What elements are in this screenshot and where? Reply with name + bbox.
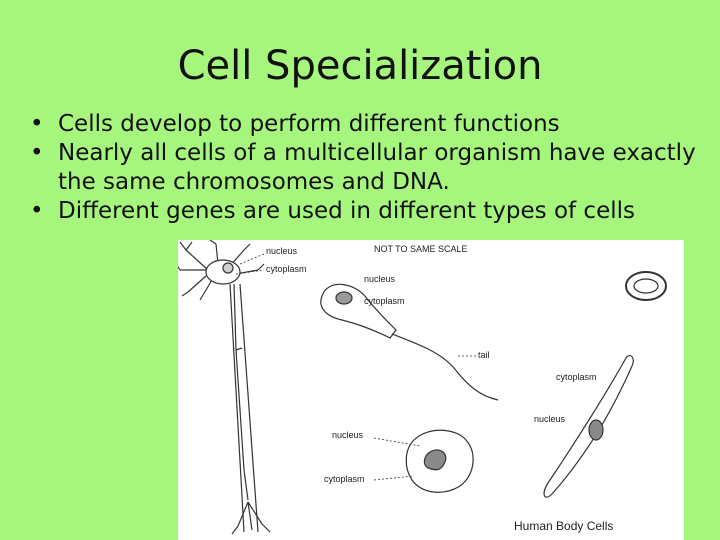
sperm-cell	[320, 283, 499, 401]
neuron-cytoplasm-label: cytoplasm	[266, 264, 307, 274]
sperm-tail-label: tail	[478, 350, 490, 360]
bullet-list: • Cells develop to perform different func…	[30, 110, 710, 226]
bullet-text: Nearly all cells of a multicellular orga…	[58, 140, 696, 195]
sperm-nucleus-label: nucleus	[364, 274, 396, 284]
cheek-cell	[405, 429, 474, 493]
bullet-item: • Different genes are used in different t…	[30, 197, 710, 226]
figure-caption: Human Body Cells	[514, 519, 613, 533]
bullet-marker: •	[30, 198, 44, 224]
muscle-cell	[543, 354, 634, 498]
muscle-cytoplasm-label: cytoplasm	[556, 372, 597, 382]
bullet-text: Different genes are used in different ty…	[58, 198, 635, 224]
bullet-text: Cells develop to perform different funct…	[58, 111, 560, 137]
cell-diagram-svg: NOT TO SAME SCALE nucleus cytoplasm nucl…	[178, 240, 667, 535]
scale-note: NOT TO SAME SCALE	[374, 244, 468, 254]
cheek-nucleus-label: nucleus	[332, 430, 364, 440]
cell-diagram: NOT TO SAME SCALE nucleus cytoplasm nucl…	[178, 240, 684, 540]
sperm-cytoplasm-label: cytoplasm	[364, 296, 405, 306]
bullet-marker: •	[30, 111, 44, 137]
slide-title: Cell Specialization	[177, 43, 543, 89]
bullet-item: • Nearly all cells of a multicellular org…	[30, 139, 710, 197]
neuron-cell	[178, 240, 271, 535]
cheek-cytoplasm-label: cytoplasm	[324, 474, 365, 484]
neuron-nucleus-label: nucleus	[266, 246, 298, 256]
bullet-item: • Cells develop to perform different func…	[30, 110, 710, 139]
muscle-nucleus-label: nucleus	[534, 414, 566, 424]
red-blood-cell	[625, 271, 667, 301]
bullet-marker: •	[30, 140, 44, 166]
